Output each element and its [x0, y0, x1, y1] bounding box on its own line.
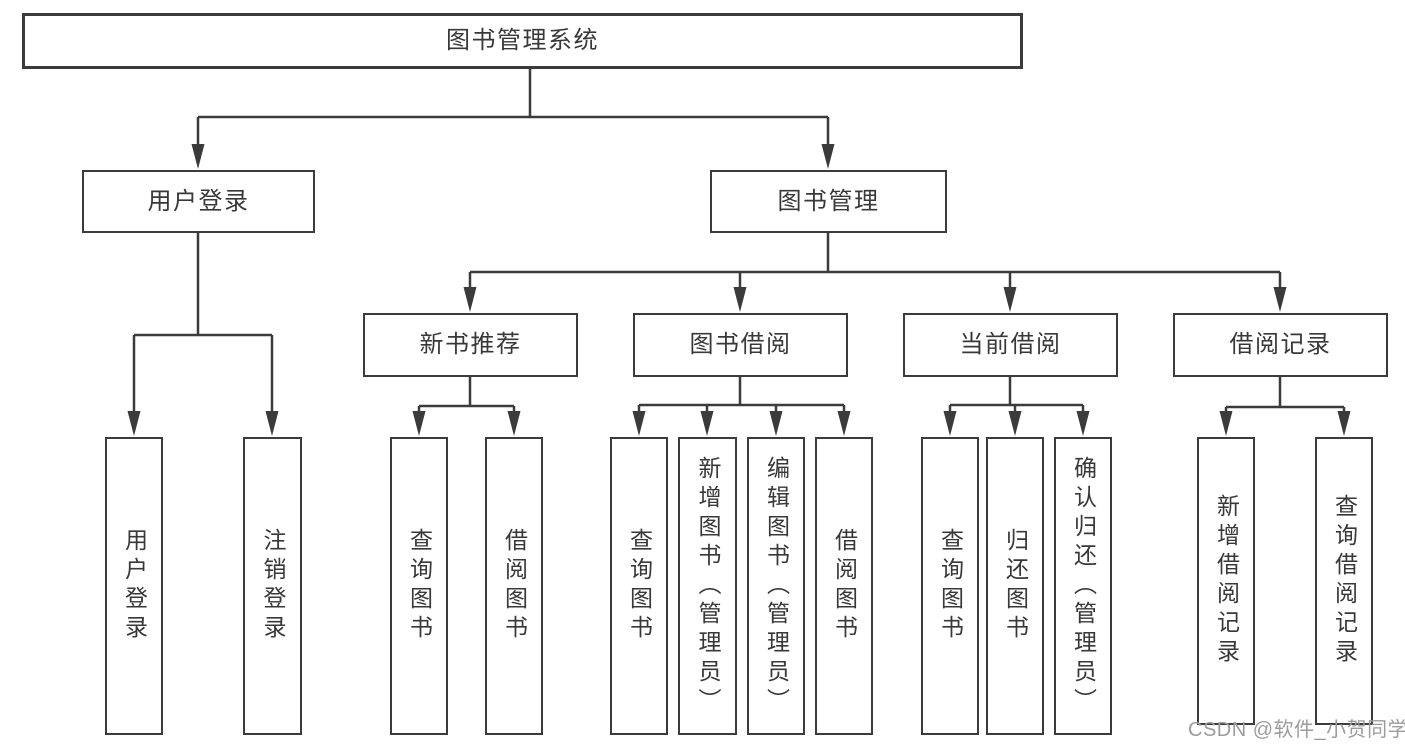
leaf-borrow-edit-books-admin: 编辑图书（管理员） [747, 437, 805, 735]
leaf-borrow-add-books-admin: 新增图书（管理员） [678, 437, 737, 735]
node-book-management: 图书管理 [710, 170, 947, 233]
leaf-user-login: 用户登录 [105, 437, 163, 735]
leaf-current-return-books: 归还图书 [986, 437, 1044, 735]
node-current-borrow: 当前借阅 [903, 313, 1118, 377]
node-label: 用户登录 [147, 187, 250, 215]
node-label: 当前借阅 [959, 331, 1062, 358]
leaf-newbook-query-books: 查询图书 [390, 437, 448, 735]
leaf-records-add-record: 新增借阅记录 [1197, 437, 1255, 725]
node-borrow-records: 借阅记录 [1173, 313, 1388, 377]
node-label: 用户登录 [121, 528, 148, 644]
node-label: 新增图书（管理员） [695, 455, 721, 717]
leaf-borrow-query-books: 查询图书 [610, 437, 668, 735]
node-label: 新书推荐 [419, 331, 522, 358]
leaf-current-confirm-return-admin: 确认归还（管理员） [1054, 437, 1112, 735]
connector-new-book [417, 377, 516, 413]
node-label: 编辑图书（管理员） [763, 455, 790, 717]
connector-book-borrow [637, 377, 846, 413]
node-label: 图书管理系统 [446, 27, 599, 54]
node-label: 归还图书 [1002, 528, 1029, 644]
node-label: 借阅记录 [1229, 331, 1332, 358]
node-label: 图书管理 [777, 187, 880, 215]
leaf-records-query-record: 查询借阅记录 [1315, 437, 1373, 725]
connector-current-borrow [948, 377, 1085, 413]
node-label: 查询图书 [406, 528, 433, 644]
node-label: 查询图书 [937, 528, 964, 644]
leaf-logout: 注销登录 [243, 437, 302, 735]
node-label: 查询借阅记录 [1331, 494, 1358, 668]
node-label: 图书借阅 [689, 331, 792, 358]
node-label: 查询图书 [626, 528, 653, 644]
connector-root [196, 69, 830, 146]
leaf-newbook-borrow-books: 借阅图书 [485, 437, 543, 735]
connector-borrow-records [1224, 377, 1346, 413]
node-label: 确认归还（管理员） [1070, 455, 1097, 717]
node-label: 注销登录 [260, 528, 286, 644]
node-label: 新增借阅记录 [1213, 494, 1240, 668]
node-label: 借阅图书 [831, 528, 858, 644]
connector-book-management [468, 233, 1282, 289]
node-new-book-recommend: 新书推荐 [363, 313, 578, 377]
node-library-system: 图书管理系统 [22, 13, 1023, 69]
connector-user-login [132, 233, 274, 413]
node-book-borrow: 图书借阅 [633, 313, 848, 377]
leaf-borrow-borrow-books: 借阅图书 [815, 437, 873, 735]
node-label: 借阅图书 [501, 528, 528, 644]
leaf-current-query-books: 查询图书 [921, 437, 979, 735]
watermark: CSDN @软件_小贺同学 [1188, 719, 1405, 741]
arrowheads [127, 144, 1351, 436]
node-user-login: 用户登录 [82, 170, 315, 233]
